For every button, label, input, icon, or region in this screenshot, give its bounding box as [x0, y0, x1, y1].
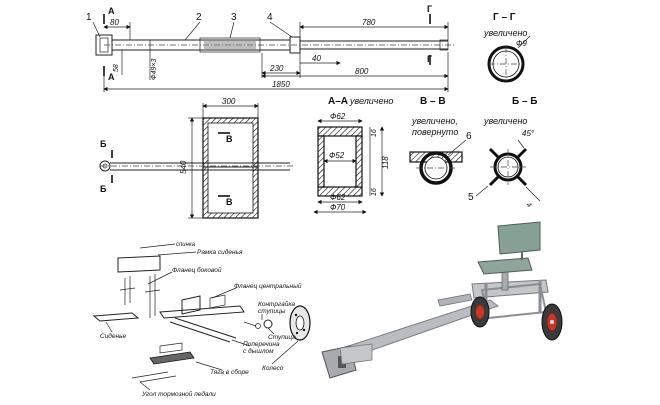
section-aa-d62-bottom: Ф62: [330, 193, 346, 202]
mark-b-bottom: Б: [100, 184, 107, 194]
dim-40: 40: [312, 54, 321, 63]
dim-800: 800: [355, 67, 369, 76]
section-aa-title: А–А: [328, 96, 348, 107]
dim-300: 300: [222, 97, 236, 106]
section-vv-note-1: увеличено,: [411, 116, 458, 126]
section-gg-note: увеличено: [483, 28, 527, 38]
section-bb-callout: 5: [468, 192, 474, 203]
part-number-3: 3: [231, 12, 237, 23]
label-tyaga: Тяга в сборе: [210, 368, 249, 376]
label-poperechina-1: Поперечина: [243, 341, 280, 348]
section-bb-angle: 45°: [522, 129, 535, 138]
label-flanec-bokovoy: Фланец боковой: [172, 266, 222, 274]
section-vv-note-2: повернуто: [412, 127, 458, 137]
dim-80: 80: [110, 18, 119, 27]
dim-tube-diameter: Ф49×3: [151, 59, 158, 80]
dim-58: 58: [113, 64, 120, 72]
label-stupica: Ступица: [268, 334, 296, 341]
section-aa-note: увеличено: [349, 96, 393, 106]
mark-v-top: В: [226, 134, 233, 144]
part-number-1: 1: [86, 12, 92, 23]
section-a-a: А–А увеличено Ф62 Ф52 Ф62 Ф70 16 118 16: [313, 96, 393, 215]
exploded-assembly: спинка Рамка сиденья Сиденье Фланец боко…: [92, 242, 311, 398]
section-mark-a-top: A: [108, 6, 115, 16]
label-kontrgayka-1: Контргайка: [258, 300, 295, 308]
label-poperechina-2: с дышлом: [243, 347, 274, 355]
label-koleso: Колесо: [262, 365, 284, 372]
dim-1850: 1850: [272, 80, 290, 89]
part-number-2: 2: [196, 12, 202, 23]
section-aa-d70: Ф70: [330, 203, 346, 212]
section-mark-g-top: Г: [427, 4, 432, 14]
section-mark-g-bottom: Г: [427, 54, 432, 64]
section-aa-d62-top: Ф62: [330, 112, 346, 121]
section-aa-h16-bottom: 16: [371, 188, 378, 196]
section-aa-d52: Ф52: [329, 151, 345, 160]
section-bb-note: увеличено: [483, 116, 527, 126]
section-v-v: В – В увеличено, повернуто 6: [409, 96, 472, 185]
section-aa-h118: 118: [381, 156, 390, 169]
section-mark-a-bottom: A: [108, 72, 115, 82]
section-bb-dim-4: 4: [525, 201, 533, 209]
section-vv-title: В – В: [420, 96, 446, 107]
section-aa-h16-top: 16: [371, 129, 378, 137]
label-sidenie: Сиденье: [100, 332, 127, 340]
dim-780: 780: [362, 18, 376, 27]
label-flanec-centr: Фланец центральный: [234, 282, 302, 290]
frame-plan-view: 300 540 В В Б Б: [99, 97, 295, 219]
dim-540: 540: [179, 160, 188, 174]
section-vv-callout: 6: [466, 131, 472, 142]
section-bb-title: Б – Б: [512, 96, 538, 107]
dim-230: 230: [269, 64, 284, 73]
section-g-g: Г – Г увеличено Ф9: [483, 12, 531, 83]
mark-b-top: Б: [100, 139, 107, 149]
label-kontrgayka-2: ступицы: [258, 308, 286, 315]
drawbar-side-view: 1 2 3 4 A A 80 58 Ф49×3 780 Г Г 230 40: [86, 4, 455, 92]
mark-v-bottom: В: [226, 197, 233, 207]
section-gg-diameter: Ф9: [516, 39, 527, 48]
section-b-b: Б – Б увеличено 45° 5 4: [468, 96, 541, 209]
label-ugol: Угол тормозной педали: [141, 390, 216, 398]
label-spinka: спинка: [176, 242, 196, 248]
tractor-trailer-photo: [321, 221, 563, 379]
section-gg-title: Г – Г: [493, 12, 516, 23]
part-number-4: 4: [267, 12, 273, 23]
label-ramka: Рамка сиденья: [197, 248, 243, 256]
